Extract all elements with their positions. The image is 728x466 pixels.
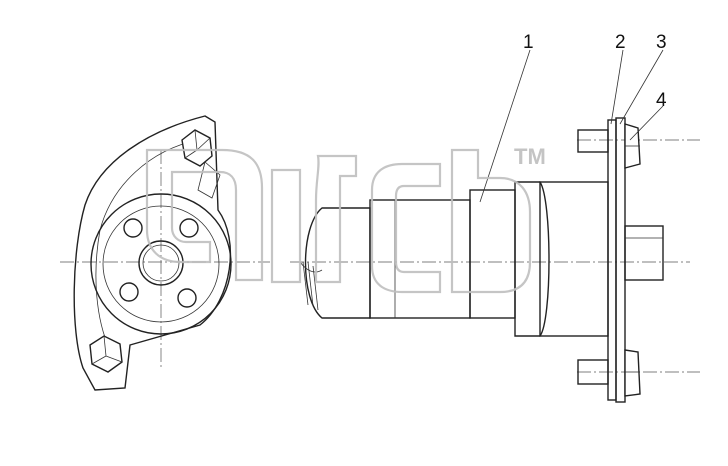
callout-3: 3 <box>656 32 667 53</box>
watermark-logo: TM <box>145 144 546 294</box>
callout-4: 4 <box>656 90 667 111</box>
leader-lines <box>479 49 664 203</box>
shaft-side-view <box>290 117 700 403</box>
callout-1: 1 <box>523 32 534 53</box>
flange-end-view <box>60 115 270 391</box>
callouts: 1 2 3 4 <box>523 32 667 111</box>
trademark-text: TM <box>514 144 546 169</box>
callout-2: 2 <box>615 32 626 53</box>
